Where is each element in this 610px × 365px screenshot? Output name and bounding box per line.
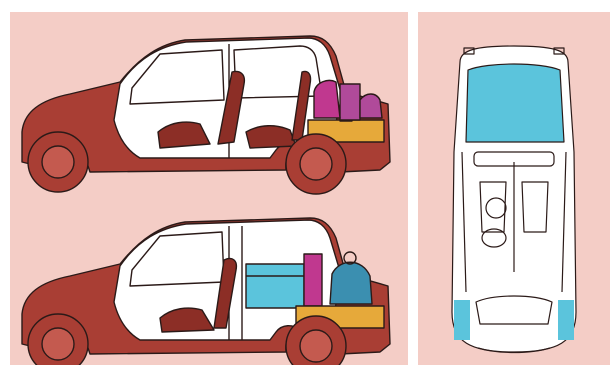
car-top-plan-illustration	[452, 46, 576, 353]
side-view-panel	[10, 12, 408, 365]
luggage-magenta	[304, 254, 322, 306]
luggage-purple	[340, 84, 360, 120]
luggage-bag-purple	[360, 94, 382, 118]
top-view-svg	[418, 12, 610, 365]
luggage-bag-magenta	[314, 80, 340, 118]
top-view-panel	[418, 12, 610, 365]
cargo-luggage-area	[466, 64, 564, 142]
wheel-front-left	[454, 300, 470, 340]
wheel-front-right	[558, 300, 574, 340]
side-views-svg	[10, 12, 408, 365]
luggage-blue-trunk	[246, 264, 304, 308]
luggage-bag-teal	[330, 262, 372, 304]
car-side-seat-up-illustration	[22, 36, 390, 194]
car-side-seat-folded-illustration	[22, 218, 390, 365]
rear-seat	[246, 126, 296, 148]
